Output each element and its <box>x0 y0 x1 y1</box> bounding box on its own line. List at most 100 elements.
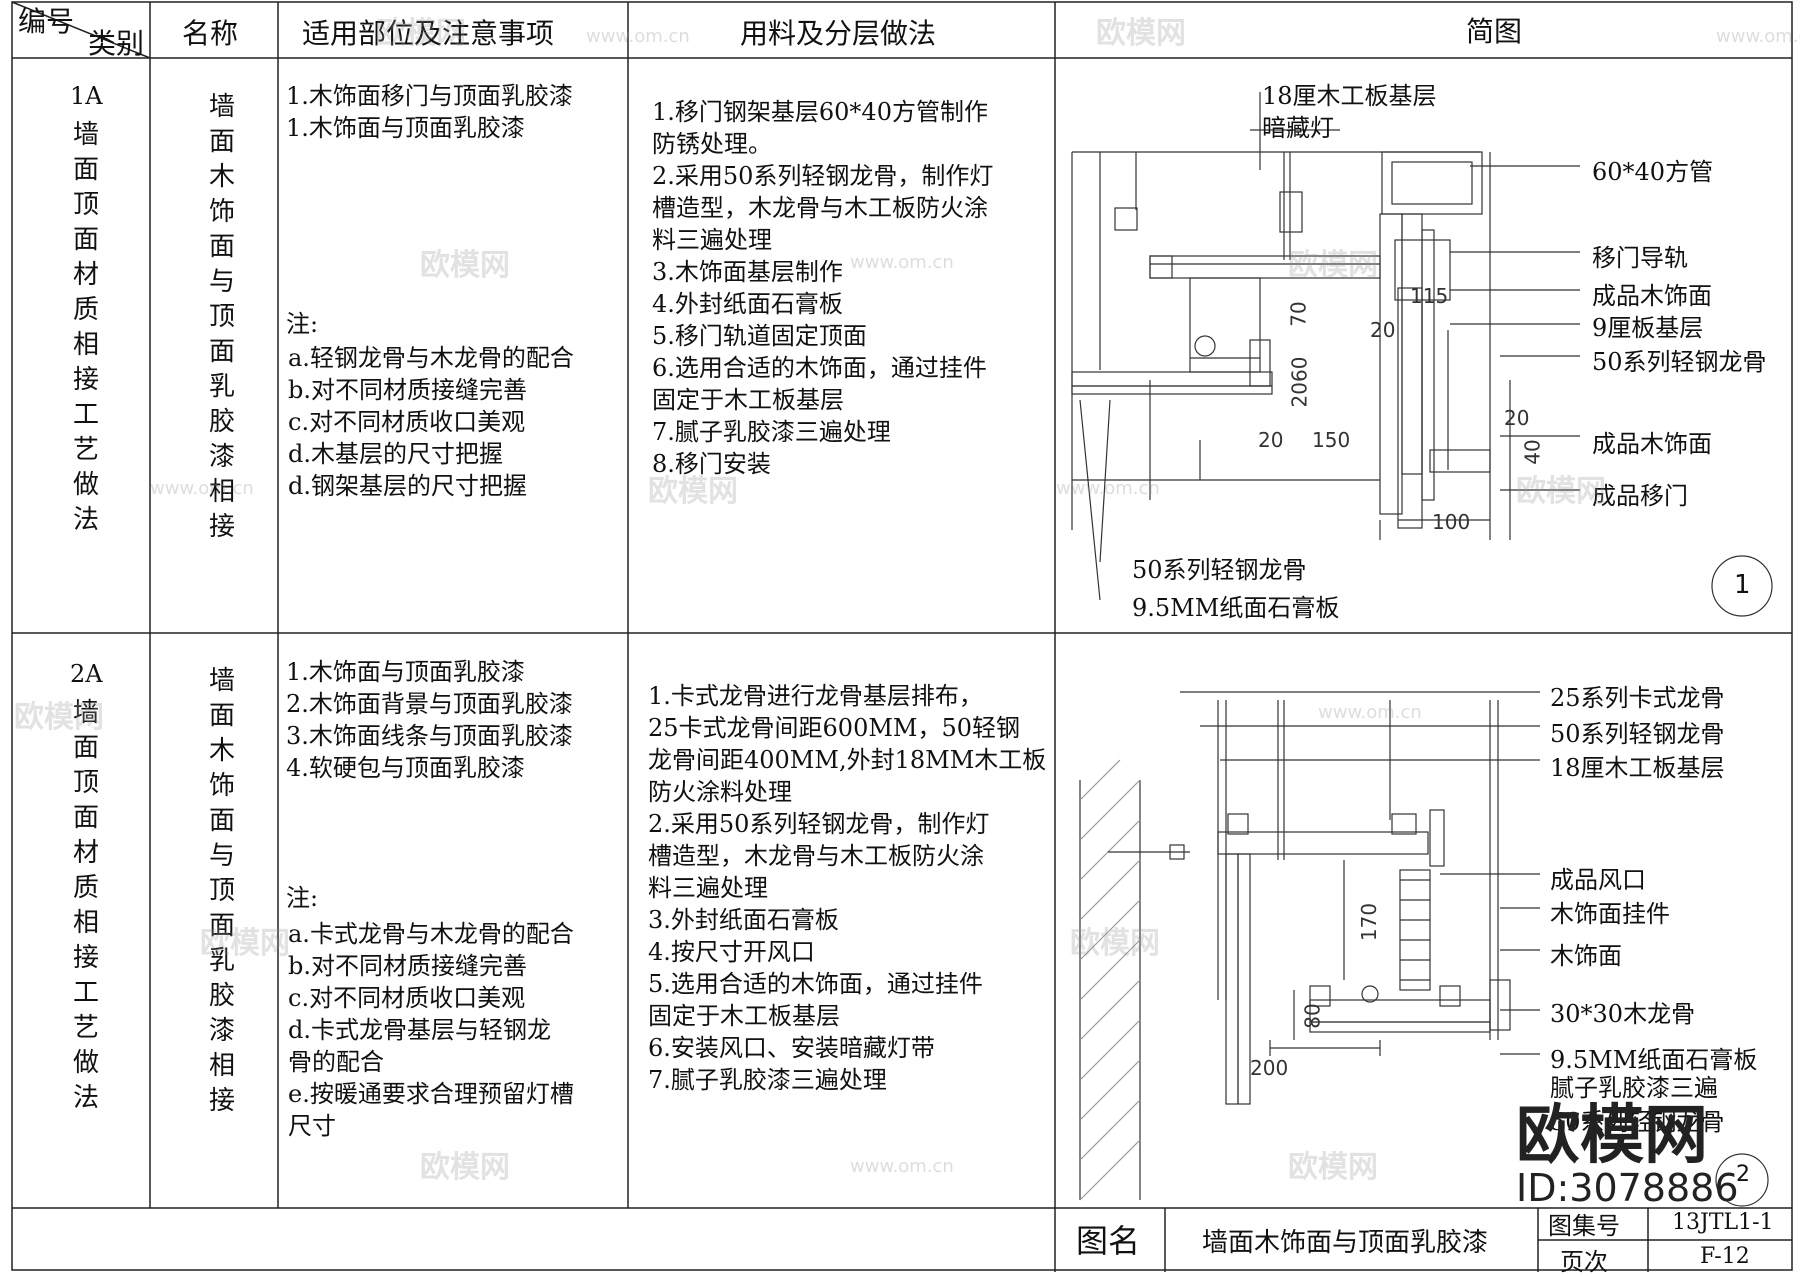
row2-diagram-label: 木饰面挂件 <box>1550 900 1670 928</box>
row1-note-title: 注: <box>286 310 319 338</box>
note-item: c.对不同材质收口美观 <box>288 984 526 1012</box>
title-block-name-label: 图名 <box>1076 1222 1141 1260</box>
note-item: 骨的配合 <box>288 1048 384 1076</box>
applicable-item: 1.木饰面移门与顶面乳胶漆 <box>286 82 573 110</box>
category-char: 法 <box>72 505 99 535</box>
material-step: 5.选用合适的木饰面，通过挂件 <box>648 970 983 998</box>
applicable-item: 3.木饰面线条与顶面乳胶漆 <box>286 722 573 750</box>
category-char: 质 <box>72 295 99 325</box>
category-char: 工 <box>72 400 99 430</box>
material-step: 固定于木工板基层 <box>648 1002 840 1030</box>
applicable-item: 1.木饰面与顶面乳胶漆 <box>286 658 525 686</box>
category-char: 工 <box>72 978 99 1008</box>
row2-materials-list: 1.卡式龙骨进行龙骨基层排布， 25卡式龙骨间距600MM，50轻钢龙骨间距400… <box>648 680 1046 1096</box>
material-step: 25卡式龙骨间距600MM，50轻钢 <box>648 714 1021 742</box>
material-step: 1.移门钢架基层60*40方管制作 <box>652 98 988 126</box>
header-category: 类别 <box>88 27 145 60</box>
material-step: 防火涂料处理 <box>648 778 792 806</box>
row2-diagram-label: 50系列轻钢龙骨 <box>1550 1108 1725 1136</box>
material-step: 防锈处理。 <box>652 130 772 158</box>
title-block-atlas-label: 图集号 <box>1548 1212 1620 1240</box>
note-item: c.对不同材质收口美观 <box>288 408 526 436</box>
name-char: 胶 <box>208 407 235 437</box>
header-applicable: 适用部位及注意事项 <box>302 17 555 50</box>
name-char: 相 <box>208 477 235 507</box>
material-step: 槽造型，木龙骨与木工板防火涂 <box>652 194 988 222</box>
name-char: 面 <box>208 911 235 941</box>
note-item: b.对不同材质接缝完善 <box>288 376 527 404</box>
name-char: 面 <box>208 232 235 262</box>
row1-diagram-label: 成品木饰面 <box>1592 430 1712 458</box>
applicable-item: 1.木饰面与顶面乳胶漆 <box>286 114 525 142</box>
row2-diagram-label: 30*30木龙骨 <box>1550 1000 1696 1028</box>
title-block-page-label: 页次 <box>1560 1248 1608 1276</box>
category-char: 面 <box>72 155 99 185</box>
row1-diagram-label: 18厘木工板基层 <box>1262 82 1437 110</box>
category-char: 接 <box>72 943 99 973</box>
row1-materials-list: 1.移门钢架基层60*40方管制作防锈处理。 2.采用50系列轻钢龙骨，制作灯槽造… <box>652 96 993 480</box>
material-step: 2.采用50系列轻钢龙骨，制作灯 <box>652 162 994 190</box>
row1-diagram-label: 暗藏灯 <box>1262 114 1334 142</box>
note-item: b.对不同材质接缝完善 <box>288 952 527 980</box>
category-char: 艺 <box>72 435 99 465</box>
row2-diagram-label: 9.5MM纸面石膏板 <box>1550 1046 1758 1074</box>
name-char: 面 <box>208 806 235 836</box>
row2-diagram-label: 25系列卡式龙骨 <box>1550 684 1725 712</box>
row1-diagram-label: 9厘板基层 <box>1592 314 1704 342</box>
note-item: a.轻钢龙骨与木龙骨的配合 <box>288 344 574 372</box>
name-char: 与 <box>208 267 235 297</box>
material-step: 4.按尺寸开风口 <box>648 938 815 966</box>
material-step: 3.木饰面基层制作 <box>652 258 843 286</box>
name-char: 面 <box>208 337 235 367</box>
name-char: 顶 <box>208 302 235 332</box>
header-code: 编号 <box>18 5 75 38</box>
material-step: 料三遍处理 <box>652 226 772 254</box>
category-char: 接 <box>72 365 99 395</box>
material-step: 龙骨间距400MM,外封18MM木工板 <box>648 746 1047 774</box>
row1-diagram-label: 9.5MM纸面石膏板 <box>1132 594 1340 622</box>
name-char: 接 <box>208 512 235 542</box>
material-step: 槽造型，木龙骨与木工板防火涂 <box>648 842 984 870</box>
category-char: 艺 <box>72 1013 99 1043</box>
row2-diagram-label: 50系列轻钢龙骨 <box>1550 720 1725 748</box>
name-char: 墙 <box>208 92 235 122</box>
watermark-id: ID:3078886 <box>1516 1166 1739 1210</box>
name-char: 漆 <box>208 442 235 472</box>
applicable-item: 2.木饰面背景与顶面乳胶漆 <box>286 690 573 718</box>
category-char: 相 <box>72 908 99 938</box>
row1-diagram-label: 移门导轨 <box>1592 244 1688 272</box>
name-char: 饰 <box>208 197 235 227</box>
material-step: 1.卡式龙骨进行龙骨基层排布， <box>648 682 983 710</box>
note-item: 尺寸 <box>288 1112 336 1140</box>
applicable-item: 4.软硬包与顶面乳胶漆 <box>286 754 525 782</box>
row1-dim: 20 <box>1504 406 1530 430</box>
note-item: a.卡式龙骨与木龙骨的配合 <box>288 920 574 948</box>
title-block-drawing-name: 墙面木饰面与顶面乳胶漆 <box>1202 1228 1489 1258</box>
material-step: 固定于木工板基层 <box>652 386 844 414</box>
row1-diagram-label: 成品木饰面 <box>1592 282 1712 310</box>
row2-diagram-label: 木饰面 <box>1550 942 1622 970</box>
row2-dim: 170 <box>1357 902 1382 942</box>
name-char: 乳 <box>208 946 235 976</box>
category-char: 法 <box>72 1083 99 1113</box>
row2-note-title: 注: <box>286 884 319 912</box>
row2-diagram-label: 成品风口 <box>1550 866 1646 894</box>
name-char: 饰 <box>208 771 235 801</box>
row1-dim: 20 <box>1258 428 1284 452</box>
material-step: 料三遍处理 <box>648 874 768 902</box>
row1-diagram-label: 50系列轻钢龙骨 <box>1592 348 1767 376</box>
header-diagram: 简图 <box>1466 15 1523 48</box>
row1-name: 墙面木饰面与顶面乳胶漆相接 <box>204 90 240 545</box>
material-step: 6.选用合适的木饰面，通过挂件 <box>652 354 987 382</box>
header-materials: 用料及分层做法 <box>740 17 937 50</box>
row2-category: 墙面顶面材质相接工艺做法 <box>68 696 104 1116</box>
category-char: 面 <box>72 803 99 833</box>
category-char: 做 <box>72 1048 99 1078</box>
material-step: 3.外封纸面石膏板 <box>648 906 839 934</box>
row2-diagram-label: 18厘木工板基层 <box>1550 754 1725 782</box>
category-char: 顶 <box>72 768 99 798</box>
